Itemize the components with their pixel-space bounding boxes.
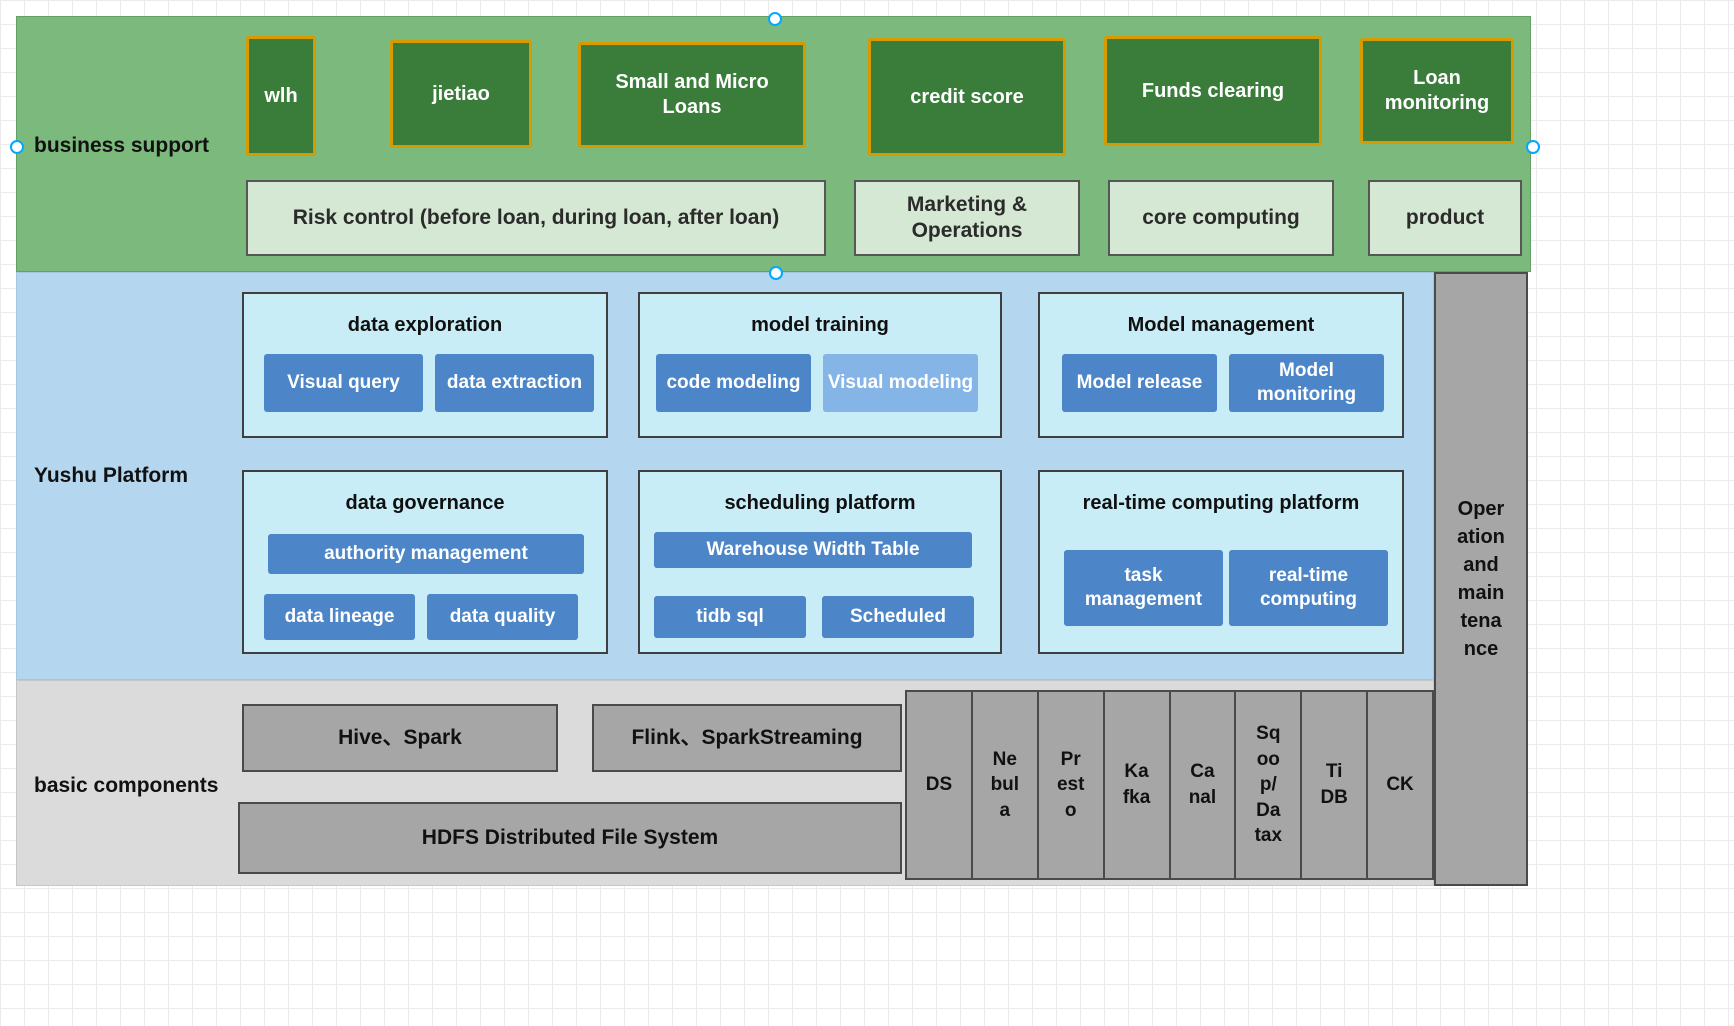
- btn-data-extraction[interactable]: data extraction: [435, 354, 594, 412]
- col-ck[interactable]: CK: [1366, 690, 1434, 880]
- btn-model-monitoring[interactable]: Model monitoring: [1229, 354, 1384, 412]
- selection-handle-right[interactable]: [1526, 140, 1540, 154]
- operations-maintenance-label: Operation and maintenance: [1457, 498, 1505, 660]
- yushu-platform-label: Yushu Platform: [34, 464, 189, 487]
- btn-scheduled[interactable]: Scheduled: [822, 596, 974, 638]
- col-label: DS: [925, 774, 953, 796]
- col-label: Presto: [1056, 748, 1085, 821]
- btn-authority-management[interactable]: authority management: [268, 534, 584, 574]
- app-small-micro-loans[interactable]: Small and Micro Loans: [578, 42, 806, 148]
- col-label: CK: [1386, 774, 1414, 796]
- group-scheduling-platform[interactable]: scheduling platform Warehouse Width Tabl…: [638, 470, 1002, 654]
- operations-maintenance-column[interactable]: Operation and maintenance: [1434, 272, 1528, 886]
- app-loan-monitoring[interactable]: Loan monitoring: [1360, 38, 1514, 144]
- btn-data-lineage[interactable]: data lineage: [264, 594, 415, 640]
- col-label: TiDB: [1320, 761, 1348, 808]
- col-kafka[interactable]: Kafka: [1102, 690, 1171, 880]
- domain-risk-control[interactable]: Risk control (before loan, during loan, …: [246, 180, 826, 256]
- selection-handle-left[interactable]: [10, 140, 24, 154]
- col-label: Kafka: [1122, 761, 1151, 808]
- btn-tidb-sql[interactable]: tidb sql: [654, 596, 806, 638]
- group-title: data exploration: [347, 314, 503, 336]
- col-label: Sqoop/Datax: [1254, 722, 1283, 847]
- group-title: model training: [751, 314, 889, 336]
- group-title: real-time computing platform: [1082, 492, 1360, 514]
- selection-handle-top[interactable]: [768, 12, 782, 26]
- btn-data-quality[interactable]: data quality: [427, 594, 578, 640]
- group-model-training[interactable]: model training code modeling Visual mode…: [638, 292, 1002, 438]
- col-presto[interactable]: Presto: [1036, 690, 1105, 880]
- component-columns: DS Nebula Presto Kafka Canal Sqoop/Datax…: [905, 690, 1434, 880]
- col-sqoop-datax[interactable]: Sqoop/Datax: [1234, 690, 1303, 880]
- app-credit-score[interactable]: credit score: [868, 38, 1066, 156]
- col-label: Canal: [1188, 761, 1217, 808]
- app-jietiao[interactable]: jietiao: [390, 40, 532, 148]
- btn-model-release[interactable]: Model release: [1062, 354, 1217, 412]
- group-realtime-computing[interactable]: real-time computing platform task manage…: [1038, 470, 1404, 654]
- group-model-management[interactable]: Model management Model release Model mon…: [1038, 292, 1404, 438]
- btn-warehouse-width-table[interactable]: Warehouse Width Table: [654, 532, 972, 568]
- domain-core-computing[interactable]: core computing: [1108, 180, 1334, 256]
- basic-components-label: basic components: [34, 774, 219, 797]
- domain-marketing-operations[interactable]: Marketing & Operations: [854, 180, 1080, 256]
- box-flink-sparkstreaming[interactable]: Flink、SparkStreaming: [592, 704, 902, 772]
- btn-realtime-computing[interactable]: real-time computing: [1229, 550, 1388, 626]
- group-data-exploration[interactable]: data exploration Visual query data extra…: [242, 292, 608, 438]
- app-wlh[interactable]: wlh: [246, 36, 316, 156]
- col-canal[interactable]: Canal: [1168, 690, 1237, 880]
- domain-product[interactable]: product: [1368, 180, 1522, 256]
- btn-code-modeling[interactable]: code modeling: [656, 354, 811, 412]
- col-label: Nebula: [990, 748, 1020, 821]
- box-hive-spark[interactable]: Hive、Spark: [242, 704, 558, 772]
- group-data-governance[interactable]: data governance authority management dat…: [242, 470, 608, 654]
- box-hdfs[interactable]: HDFS Distributed File System: [238, 802, 902, 874]
- group-title: scheduling platform: [724, 492, 916, 514]
- group-title: data governance: [345, 492, 505, 514]
- app-funds-clearing[interactable]: Funds clearing: [1104, 36, 1322, 146]
- btn-visual-query[interactable]: Visual query: [264, 354, 423, 412]
- group-title: Model management: [1127, 314, 1315, 336]
- business-support-label: business support: [34, 134, 210, 157]
- btn-task-management[interactable]: task management: [1064, 550, 1223, 626]
- selection-handle-middle[interactable]: [769, 266, 783, 280]
- col-nebula[interactable]: Nebula: [970, 690, 1039, 880]
- col-tidb[interactable]: TiDB: [1300, 690, 1369, 880]
- col-ds[interactable]: DS: [905, 690, 973, 880]
- btn-visual-modeling[interactable]: Visual modeling: [823, 354, 978, 412]
